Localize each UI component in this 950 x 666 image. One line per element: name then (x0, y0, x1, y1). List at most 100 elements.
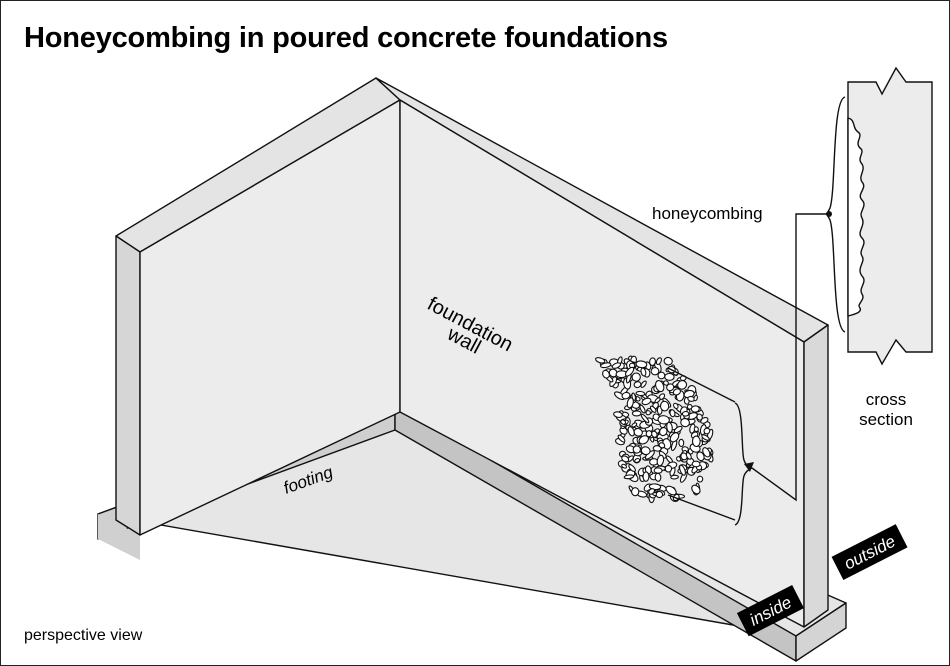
aggregate-stone (623, 474, 635, 480)
aggregate-stone (653, 467, 663, 474)
aggregate-stone (650, 430, 658, 438)
aggregate-stone (659, 427, 668, 437)
aggregate-stone (669, 432, 680, 443)
aggregate-stone (663, 356, 673, 366)
arrowhead-icon (744, 462, 754, 472)
aggregate-stone (627, 426, 635, 437)
aggregate-stone (693, 394, 698, 402)
aggregate-stone (664, 372, 675, 381)
aggregate-stone (655, 490, 664, 499)
cross-section-body (847, 66, 933, 366)
aggregate-stone (621, 455, 630, 463)
leader-dot (826, 211, 832, 217)
aggregate-stone (696, 451, 705, 462)
aggregate-stone (621, 391, 631, 400)
aggregate-stone (652, 445, 662, 452)
aggregate-stone (602, 369, 610, 379)
aggregate-stone (701, 434, 710, 441)
aggregate-stone (676, 456, 682, 462)
aggregate-stone (649, 357, 656, 367)
aggregate-stone (664, 464, 673, 473)
aggregate-stone (680, 417, 690, 428)
left-wall-end (115, 235, 141, 536)
aggregate-stone (641, 397, 652, 406)
aggregate-stone (613, 411, 623, 418)
view-label: perspective view (24, 627, 143, 644)
aggregate-stone (640, 446, 651, 456)
cross-section-rough-face (847, 117, 865, 317)
aggregate-stone (649, 405, 657, 413)
aggregate-stone (673, 425, 683, 434)
aggregate-stone (703, 427, 711, 435)
aggregate-stone (691, 484, 701, 495)
aggregate-stone (632, 445, 641, 454)
cross-label-line2: section (859, 410, 913, 429)
honeycombing-patch (595, 355, 714, 504)
diagram-title: Honeycombing in poured concrete foundati… (24, 22, 668, 54)
aggregate-stone (631, 392, 636, 401)
aggregate-stone (691, 460, 701, 468)
aggregate-stone (611, 362, 622, 369)
aggregate-stone (696, 413, 703, 421)
aggregate-stone (690, 405, 700, 413)
aggregate-stone (631, 372, 641, 382)
honeycombing-label: honeycombing (652, 204, 763, 223)
aggregate-stone (595, 357, 606, 364)
aggregate-stone (659, 400, 670, 412)
aggregate-stone (620, 419, 627, 425)
cross-section-figure (847, 66, 933, 366)
aggregate-stone (628, 464, 636, 473)
extent-line-bottom (667, 494, 736, 521)
aggregate-stone (650, 367, 660, 376)
aggregate-stone (640, 380, 647, 388)
aggregate-stone (673, 402, 679, 410)
aggregate-stone (691, 435, 701, 448)
footing-end-right (795, 602, 847, 662)
cross-label-line1: cross (866, 390, 907, 409)
outside-tag: outside (831, 524, 908, 581)
aggregate-stone (686, 403, 693, 410)
aggregate-stone (656, 454, 665, 467)
leader-line (751, 213, 829, 502)
aggregate-stone (640, 413, 650, 424)
aggregate-stone (634, 458, 641, 463)
aggregate-stone (635, 360, 648, 369)
left-wall (115, 77, 401, 536)
aggregate-stone (631, 487, 640, 497)
aggregate-stone (677, 380, 688, 390)
aggregate-stone (621, 463, 628, 469)
aggregate-stone (645, 410, 651, 416)
aggregate-stone (635, 390, 646, 397)
footing-end-left (98, 514, 140, 560)
aggregate-stone (655, 380, 665, 393)
aggregate-stone (639, 404, 646, 414)
aggregate-stone (679, 464, 686, 476)
aggregate-stone (642, 471, 650, 482)
aggregate-stone (657, 415, 670, 425)
aggregate-stone (645, 430, 653, 438)
aggregate-stone (666, 383, 675, 392)
outside-tag-bg (831, 524, 908, 581)
aggregate-stone (654, 397, 661, 404)
aggregate-stone (617, 434, 626, 443)
aggregate-stone (693, 426, 699, 433)
aggregate-stone (631, 410, 642, 417)
aggregate-stone (702, 447, 711, 458)
aggregate-stone (672, 388, 682, 396)
aggregate-stone (696, 475, 704, 483)
inside-tag-bg (736, 584, 804, 637)
extent-line-top (667, 367, 736, 403)
aggregate-stone (669, 409, 676, 418)
aggregate-stone (631, 422, 638, 428)
aggregate-stone (626, 397, 634, 409)
aggregate-stone (658, 442, 666, 449)
aggregate-stone (654, 472, 662, 482)
aggregate-stone (655, 357, 662, 365)
aggregate-stone (633, 427, 643, 437)
aggregate-stone (678, 438, 685, 448)
aggregate-stone (633, 381, 642, 389)
aggregate-stone (624, 366, 635, 377)
aggregate-stone (665, 485, 677, 496)
